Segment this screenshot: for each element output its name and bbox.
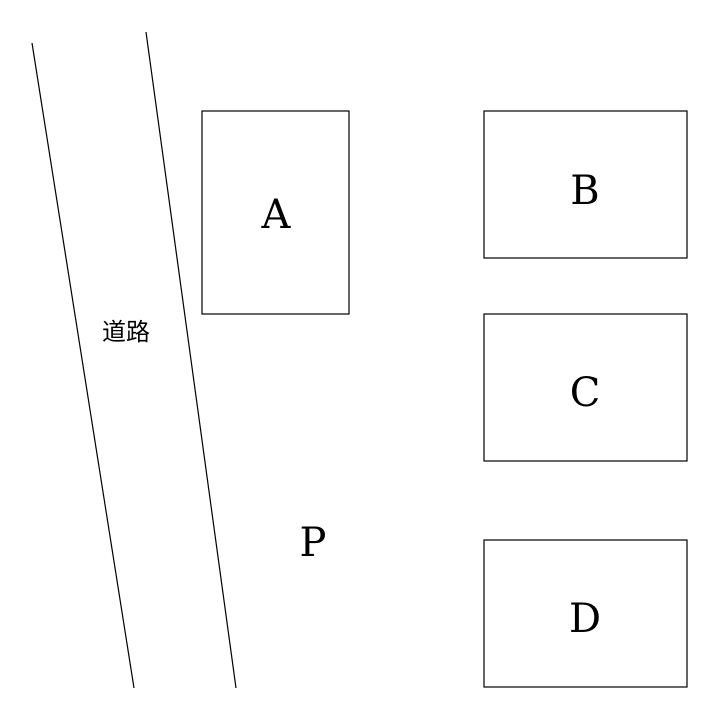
building-a-label: A [261,192,292,238]
road-label: 道路 [102,318,150,346]
building-b [483,110,688,259]
building-d [483,539,688,688]
building-b-label: B [570,168,599,214]
building-d-label: D [569,596,601,642]
road-left-edge [31,42,135,689]
point-p-label: P [300,520,327,566]
building-c [483,313,688,462]
road-right-edge [145,31,237,689]
building-c-label: C [570,370,601,416]
building-a [201,110,350,315]
